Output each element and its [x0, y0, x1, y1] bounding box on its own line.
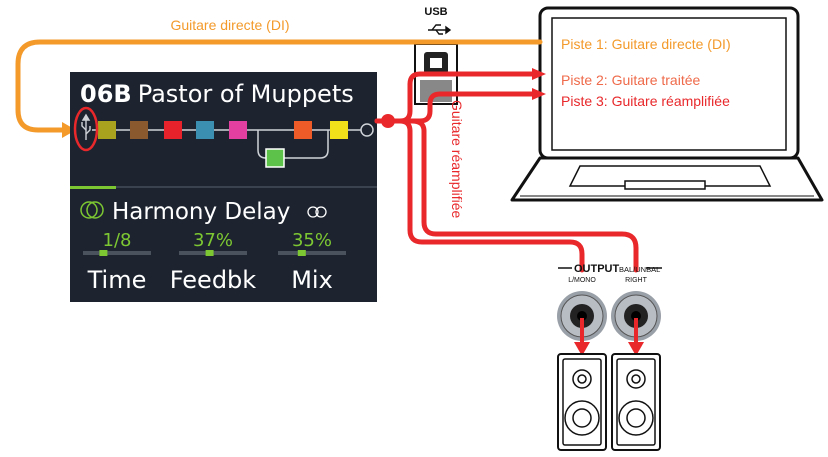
- param-level-1: [99, 250, 108, 256]
- track-2: Piste 2: Guitare traitée: [561, 72, 701, 88]
- reamp-cables: [374, 71, 639, 273]
- effect-block-8: [265, 148, 285, 168]
- arrow-left-head: [574, 342, 590, 356]
- speaker-left: [557, 353, 607, 451]
- effect-block-3: [164, 121, 182, 139]
- reamp-junction: [381, 114, 395, 128]
- link-icon: [80, 201, 104, 219]
- param-label-1: Time: [87, 266, 147, 294]
- speaker-right: [611, 353, 661, 451]
- jack-right: [611, 291, 661, 341]
- stereo-icon: [307, 206, 327, 218]
- effect-block-2: [130, 121, 148, 139]
- track-3: Piste 3: Guitare réamplifiée: [561, 93, 730, 109]
- preset-name: Pastor of Muppets: [138, 80, 354, 108]
- block-title: Harmony Delay: [112, 199, 290, 225]
- effect-block-4: [196, 121, 214, 139]
- effect-block-5: [229, 121, 247, 139]
- output-node: [360, 123, 374, 137]
- preset-number: 06B: [80, 80, 132, 108]
- input-usb-icon: [81, 113, 91, 140]
- jack-left: [557, 291, 607, 341]
- effect-block-1: [98, 121, 116, 139]
- param-bar-3: [278, 251, 346, 255]
- param-value-1: 1/8: [103, 230, 132, 251]
- laptop: [510, 6, 824, 202]
- usb-icon: [428, 24, 452, 35]
- track-1: Piste 1: Guitare directe (DI): [561, 36, 731, 52]
- signal-chain: [92, 121, 374, 168]
- param-label-2: Feedbk: [170, 266, 256, 294]
- param-level-2: [205, 250, 214, 256]
- output-header: OUTPUT: [574, 263, 620, 275]
- reamp-cable-label: Guitare réamplifiée: [449, 100, 465, 218]
- reamp-arrow-1: [532, 68, 546, 80]
- di-cable-label: Guitare directe (DI): [170, 17, 289, 33]
- param-bar-1: [83, 251, 151, 255]
- effect-block-7: [330, 121, 348, 139]
- device-screen: [70, 72, 377, 302]
- di-cable: [15, 39, 543, 133]
- param-level-3: [297, 250, 306, 256]
- param-value-2: 37%: [193, 230, 233, 251]
- param-value-3: 35%: [292, 230, 332, 251]
- input-highlight: [73, 106, 99, 152]
- arrow-right-head: [628, 342, 644, 356]
- effect-block-6: [294, 121, 312, 139]
- param-label-3: Mix: [291, 266, 333, 294]
- output-left-label: L/MONO: [568, 277, 596, 284]
- usb-label: USB: [424, 6, 447, 18]
- output-mode: BAL/UNBAL: [619, 265, 660, 274]
- di-cable-arrow: [62, 122, 76, 138]
- reamp-arrow-2: [532, 88, 546, 100]
- output-right-label: RIGHT: [625, 277, 648, 284]
- output-panel: OUTPUT BAL/UNBAL L/MONO RIGHT: [558, 263, 662, 284]
